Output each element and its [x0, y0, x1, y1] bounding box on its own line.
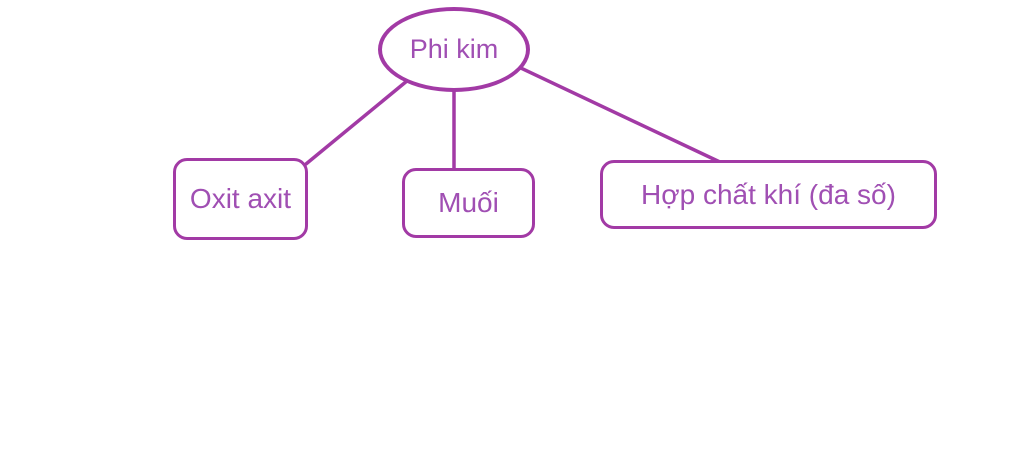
root-node-phi-kim: Phi kim — [378, 7, 530, 92]
child-node-label: Muối — [438, 187, 499, 218]
child-node-label: Oxit axit — [189, 183, 292, 214]
connector-root-to-hop-chat-khi — [506, 60, 724, 165]
child-node-oxit-axit: Oxit axit — [173, 158, 308, 240]
root-node-label: Phi kim — [409, 34, 499, 64]
child-node-label: Hợp chất khí (đa số) — [641, 178, 896, 210]
child-node-muoi: Muối — [402, 168, 535, 238]
child-node-hop-chat-khi: Hợp chất khí (đa số) — [600, 160, 937, 229]
